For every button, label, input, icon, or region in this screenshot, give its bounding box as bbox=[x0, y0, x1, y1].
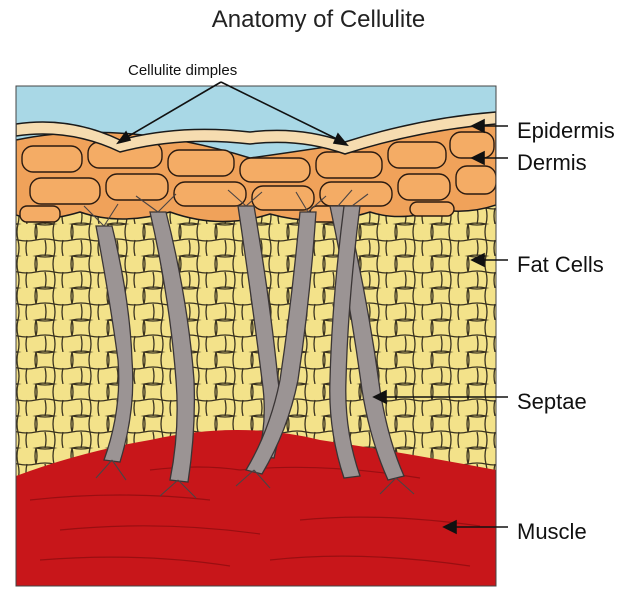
label-septae: Septae bbox=[517, 389, 587, 415]
label-fat-cells: Fat Cells bbox=[517, 252, 604, 278]
label-cellulite-dimples: Cellulite dimples bbox=[128, 62, 237, 79]
label-dermis: Dermis bbox=[517, 150, 587, 176]
label-muscle: Muscle bbox=[517, 519, 587, 545]
label-epidermis: Epidermis bbox=[517, 118, 615, 144]
